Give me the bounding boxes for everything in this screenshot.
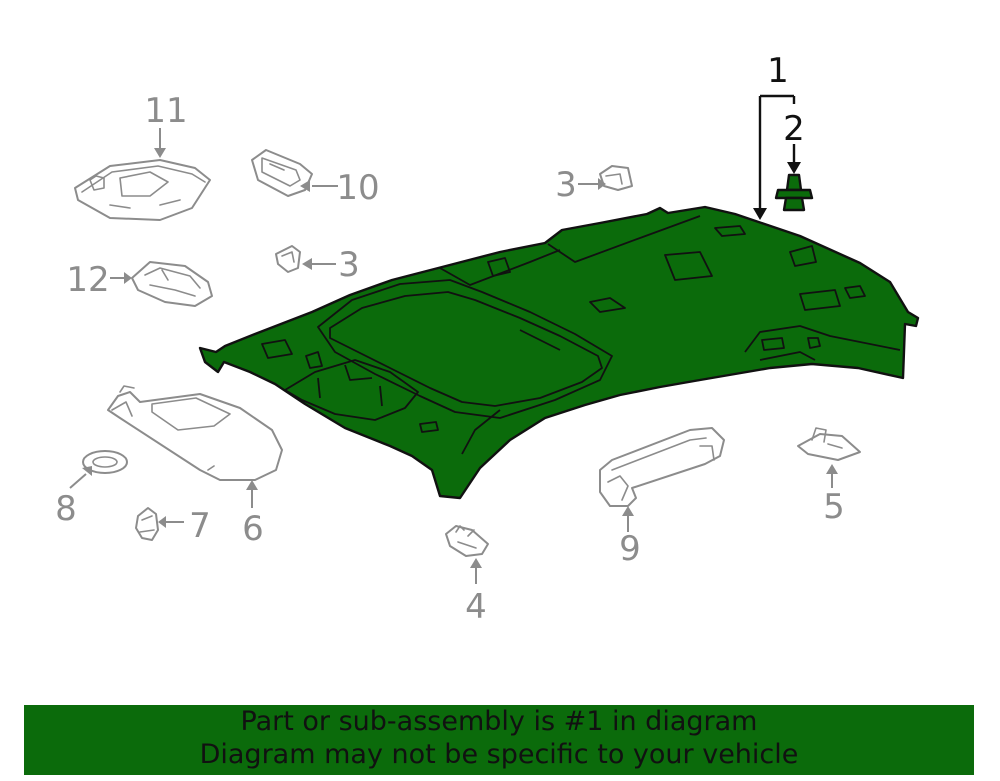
callout-3-upper-label: 3 [555,165,577,205]
clip-part[interactable] [774,173,814,212]
callout-1-leader [753,94,796,220]
callout-9-label: 9 [619,529,641,569]
sun-visor-part[interactable] [107,385,283,508]
callout-12-label: 12 [66,260,109,300]
overhead-console-part[interactable] [74,128,211,221]
bracket-part-7[interactable] [135,507,184,541]
retainer-part-3-upper[interactable] [578,165,633,191]
assist-grip-part[interactable] [599,427,725,532]
holder-part-4[interactable] [445,525,489,584]
retainer-part-3-left[interactable] [275,245,336,273]
map-lamp-part[interactable] [110,261,213,307]
callout-11-label: 11 [144,91,187,131]
callout-2-label: 2 [783,109,805,149]
cap-part[interactable] [69,450,128,489]
bracket-part-5[interactable] [797,427,861,488]
callout-10-label: 10 [336,168,379,208]
callout-3-left-label: 3 [338,245,360,285]
banner-line-2: Diagram may not be specific to your vehi… [199,739,799,770]
callout-5-label: 5 [823,487,845,527]
callout-2-leader [787,144,801,174]
diagram-notice-banner: Part or sub-assembly is #1 in diagram Di… [24,705,974,775]
callout-7-label: 7 [189,506,211,546]
callout-4-label: 4 [465,587,487,627]
headliner-part[interactable] [198,205,920,500]
callout-8-label: 8 [55,489,77,529]
callout-1-label: 1 [767,51,789,91]
banner-line-1: Part or sub-assembly is #1 in diagram [240,706,758,737]
callout-6-label: 6 [242,509,264,549]
lamp-part-10[interactable] [251,149,338,197]
